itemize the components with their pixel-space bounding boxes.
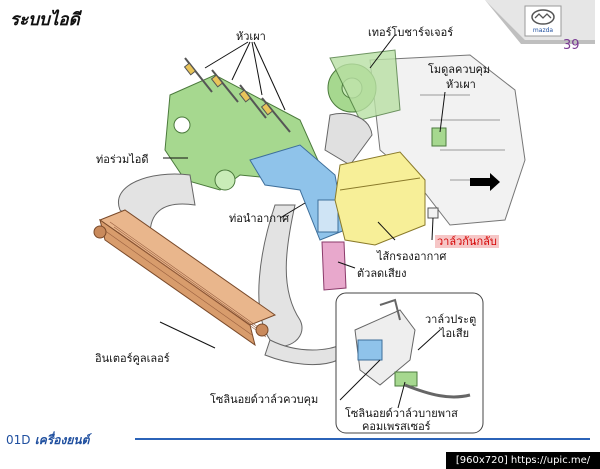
turbo-hose (324, 113, 373, 166)
label-turbocharger: เทอร์โบชาร์จเจอร์ (368, 26, 454, 39)
intercooler-hose (264, 339, 341, 365)
footer-code: 01D (6, 433, 31, 447)
air-filter-box (334, 151, 426, 246)
check-valve (427, 207, 439, 219)
footer-label: 01D เครื่องยนต์ (6, 431, 89, 450)
page-number: 39 (563, 38, 580, 53)
egr-inset-drawing (354, 298, 471, 399)
footer-divider (135, 438, 590, 440)
watermark: [960x720] https://upic.me/ (446, 452, 600, 469)
label-silencer: ตัวลดเสียง (357, 267, 407, 280)
label-air-filter: ไส้กรองอากาศ (377, 250, 447, 263)
label-solenoid-control: โซลินอยด์วาล์วควบคุม (210, 393, 319, 406)
slide-title: ระบบไอดี (10, 10, 80, 30)
duct-mesh (317, 199, 339, 233)
label-egr-valve-2: ไอเสีย (440, 327, 470, 340)
label-intake-manifold: ท่อร่วมไอดี (96, 153, 149, 166)
silencer (321, 241, 347, 291)
leader-lines (159, 34, 446, 409)
label-solenoid-bypass: โซลินอยด์วาล์วบายพาส (345, 407, 458, 420)
label-check-valve: วาล์วกันกลับ (435, 235, 499, 248)
label-air-intake: ท่อนำอากาศ (229, 212, 290, 225)
glow-module (431, 127, 447, 147)
label-solenoid-bypass-2: คอมเพรสเซอร์ (362, 420, 431, 433)
label-glow-plugs: หัวเผา (236, 30, 266, 43)
label-glow-module: โมดูลควบคุม (428, 63, 491, 76)
turbocharger (327, 49, 401, 121)
airflow-arrow (470, 173, 500, 191)
intercooler (93, 209, 277, 347)
label-egr-valve: วาล์วประตู (425, 313, 477, 326)
label-glow-module-2: หัวเผา (446, 78, 476, 91)
logo-text: mazda (533, 27, 553, 34)
footer-title: เครื่องยนต์ (34, 433, 90, 447)
label-intercooler: อินเตอร์คูลเลอร์ (95, 352, 170, 365)
mazda-logo: mazda (485, 0, 595, 52)
